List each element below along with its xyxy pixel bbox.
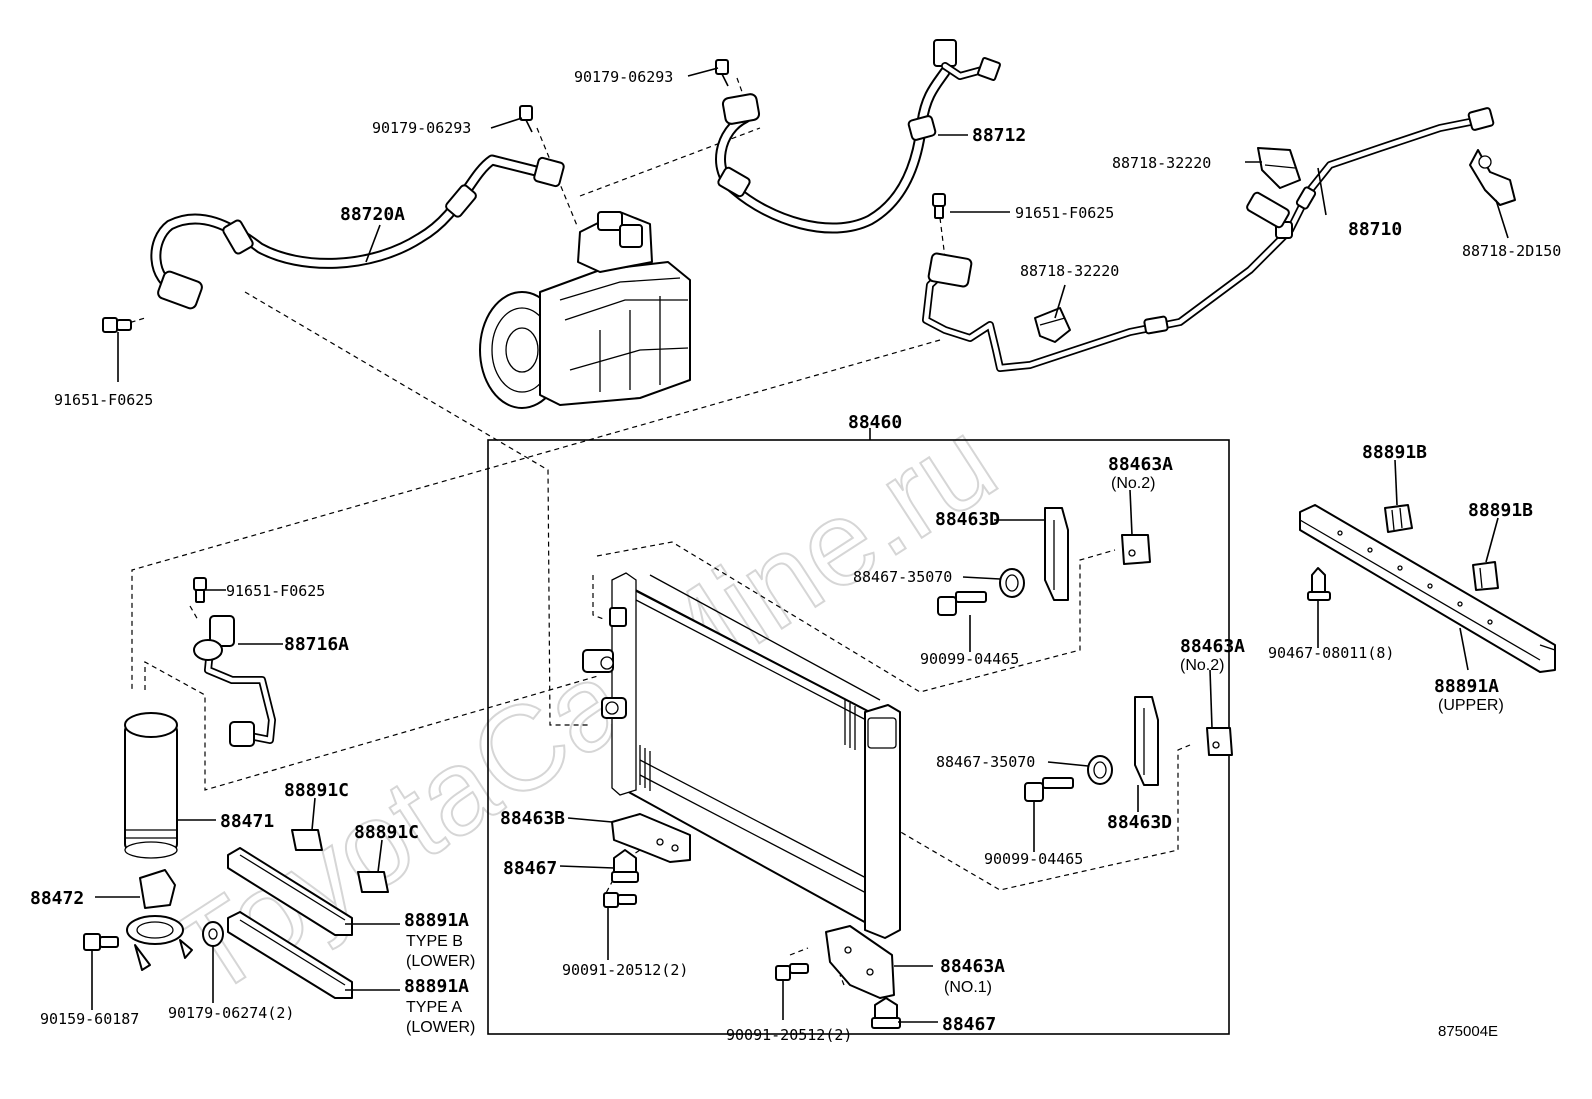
label-88891a-type-a[interactable]: 88891A <box>404 976 469 997</box>
hose-88720a[interactable] <box>150 154 565 310</box>
seal-88891a-upper[interactable] <box>1299 504 1556 673</box>
part-labels: 90179-06293 90179-06293 88712 88718-3222… <box>30 68 1561 1044</box>
label-90091-20512-left[interactable]: 90091-20512(2) <box>562 961 688 979</box>
clip-90467-08011[interactable] <box>1307 567 1331 601</box>
label-88463d-mid[interactable]: 88463D <box>1107 812 1172 833</box>
clamp-88718-32220-upper[interactable] <box>1257 147 1301 189</box>
label-lower-a: (LOWER) <box>406 1019 475 1036</box>
tube-88716a[interactable] <box>193 615 276 747</box>
receiver-88471[interactable] <box>124 712 178 859</box>
label-88467-left[interactable]: 88467 <box>503 858 557 879</box>
label-no2-mid: (No.2) <box>1180 657 1224 674</box>
bolt-91651-f0625-top-right[interactable] <box>932 193 946 219</box>
bolt-90179-06293-left[interactable] <box>519 105 533 133</box>
bolt-90179-06293-top[interactable] <box>715 59 729 87</box>
bolt-91651-f0625-upper-left[interactable] <box>102 317 132 333</box>
label-88460[interactable]: 88460 <box>848 412 902 433</box>
bolt-90091-20512-bottom[interactable] <box>775 963 809 981</box>
label-88472[interactable]: 88472 <box>30 888 84 909</box>
bolt-90099-04465-mid[interactable] <box>1024 777 1074 802</box>
label-90099-04465-mid[interactable]: 90099-04465 <box>984 850 1083 868</box>
leader-lines <box>91 67 1509 1023</box>
label-type-a: TYPE A <box>406 999 462 1016</box>
bracket-88463b[interactable] <box>611 813 691 863</box>
label-88891c-a[interactable]: 88891C <box>284 780 349 801</box>
label-88720a[interactable]: 88720A <box>340 204 405 225</box>
label-88710[interactable]: 88710 <box>1348 219 1402 240</box>
label-90179-06293-left[interactable]: 90179-06293 <box>372 119 471 137</box>
bolt-90091-20512-left[interactable] <box>603 892 637 908</box>
label-88891a-type-b[interactable]: 88891A <box>404 910 469 931</box>
label-90159-60187[interactable]: 90159-60187 <box>40 1010 139 1028</box>
clamp-88718-2d150[interactable] <box>1469 149 1516 206</box>
seal-88891b-b[interactable] <box>1472 561 1499 591</box>
seal-88891a-type-a[interactable] <box>227 911 353 999</box>
diagram-reference-id: 875004E <box>1438 1023 1498 1040</box>
label-91651-f0625-top-right[interactable]: 91651-F0625 <box>1015 204 1114 222</box>
label-88718-32220-lower[interactable]: 88718-32220 <box>1020 262 1119 280</box>
bolt-88467-35070-top[interactable] <box>999 568 1025 598</box>
cushion-88463a-no2-top[interactable] <box>1121 534 1151 565</box>
label-88716a[interactable]: 88716A <box>284 634 349 655</box>
label-88718-2d150[interactable]: 88718-2D150 <box>1462 242 1561 260</box>
bolt-90099-04465-top[interactable] <box>937 591 987 616</box>
label-88471[interactable]: 88471 <box>220 811 274 832</box>
label-90179-06293-top[interactable]: 90179-06293 <box>574 68 673 86</box>
label-88891b-b[interactable]: 88891B <box>1468 500 1533 521</box>
clamp-88718-32220-lower[interactable] <box>1034 307 1071 343</box>
bolt-91651-f0625-left[interactable] <box>193 577 207 603</box>
label-88718-32220-upper[interactable]: 88718-32220 <box>1112 154 1211 172</box>
label-88467-35070-top[interactable]: 88467-35070 <box>853 568 952 586</box>
seal-88891c-b[interactable] <box>357 871 389 893</box>
clip-88467-left[interactable] <box>611 849 639 883</box>
label-88467-bottom[interactable]: 88467 <box>942 1014 996 1035</box>
label-90467-08011[interactable]: 90467-08011(8) <box>1268 644 1394 662</box>
label-88463a-no1[interactable]: 88463A <box>940 956 1005 977</box>
bolt-90159-60187[interactable] <box>83 933 119 951</box>
bracket-88463a-no1[interactable] <box>825 925 895 999</box>
label-91651-f0625-left[interactable]: 91651-F0625 <box>226 582 325 600</box>
bracket-88463d-mid[interactable] <box>1134 696 1159 786</box>
label-no2-top: (No.2) <box>1111 475 1155 492</box>
label-91651-f0625-upper-left[interactable]: 91651-F0625 <box>54 391 153 409</box>
nut-90179-06274[interactable] <box>202 921 224 947</box>
seal-88891c-a[interactable] <box>291 829 323 851</box>
label-88891b-a[interactable]: 88891B <box>1362 442 1427 463</box>
clip-88467-bottom[interactable] <box>871 997 901 1029</box>
label-upper: (UPPER) <box>1438 697 1504 714</box>
seal-88891a-type-b[interactable] <box>227 847 353 936</box>
label-88463b[interactable]: 88463B <box>500 808 565 829</box>
label-90099-04465-top[interactable]: 90099-04465 <box>920 650 1019 668</box>
tube-88710[interactable] <box>922 107 1495 372</box>
label-88891c-b[interactable]: 88891C <box>354 822 419 843</box>
label-88463a-no2-mid[interactable]: 88463A <box>1180 636 1245 657</box>
condenser-core <box>582 572 901 939</box>
bolt-88467-35070-mid[interactable] <box>1087 755 1113 785</box>
label-88463d-top[interactable]: 88463D <box>935 509 1000 530</box>
hose-88712[interactable] <box>715 39 1001 234</box>
label-88712[interactable]: 88712 <box>972 125 1026 146</box>
label-88467-35070-mid[interactable]: 88467-35070 <box>936 753 1035 771</box>
cushion-88463a-no2-mid[interactable] <box>1206 727 1233 756</box>
label-90091-20512-bottom[interactable]: 90091-20512(2) <box>726 1026 852 1044</box>
label-type-b: TYPE B <box>406 933 463 950</box>
label-88463a-no2-top[interactable]: 88463A <box>1108 454 1173 475</box>
bracket-88463d-top[interactable] <box>1044 507 1069 601</box>
label-90179-06274[interactable]: 90179-06274(2) <box>168 1004 294 1022</box>
label-88891a-upper[interactable]: 88891A <box>1434 676 1499 697</box>
label-no1: (NO.1) <box>944 979 992 996</box>
label-lower-b: (LOWER) <box>406 953 475 970</box>
seal-88891b-a[interactable] <box>1384 504 1413 533</box>
bracket-88472[interactable] <box>126 869 193 971</box>
compressor <box>479 211 691 409</box>
